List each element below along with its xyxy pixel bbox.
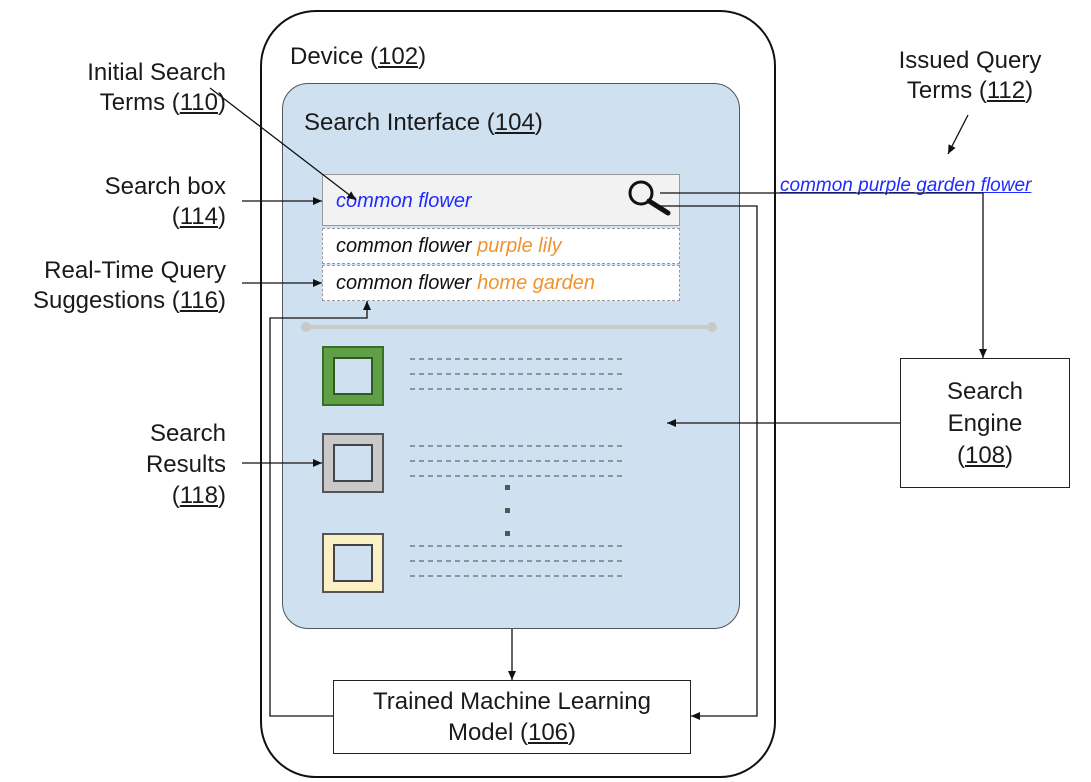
search-engine-label: Search Engine (108) bbox=[946, 378, 1024, 469]
arrow-model-to-suggestions bbox=[269, 301, 371, 717]
ml-model-box bbox=[333, 680, 691, 754]
divider-end-right bbox=[707, 322, 717, 332]
result-thumbnail-yellow[interactable] bbox=[322, 533, 384, 593]
initial-search-terms-label: Initial Search Terms (110) bbox=[87, 59, 226, 116]
arrow-initial-terms bbox=[209, 87, 357, 201]
search-results-label: Search Results (118) bbox=[145, 420, 226, 509]
issued-query-text: common purple garden flower bbox=[780, 175, 1032, 196]
real-time-suggestions-label: Real-Time Query Suggestions (116) bbox=[32, 257, 226, 314]
ellipsis-dot-3 bbox=[505, 531, 510, 536]
result-thumbnail-gray[interactable] bbox=[322, 433, 384, 493]
arrow-searchbox-to-model bbox=[660, 205, 758, 720]
search-query-text: common flower bbox=[336, 190, 472, 212]
suggestion-text-1: common flower purple lily bbox=[336, 235, 562, 257]
thumbnail-frame bbox=[333, 444, 373, 482]
suggestion-item-2[interactable] bbox=[322, 265, 680, 301]
thumbnail-frame bbox=[333, 544, 373, 582]
arrow-query-to-engine bbox=[660, 192, 987, 358]
ml-model-label: Trained Machine Learning Model (106) bbox=[373, 688, 651, 746]
device-label: Device (102) bbox=[290, 43, 427, 70]
search-engine-box bbox=[900, 358, 1070, 488]
suggestion-item-1[interactable] bbox=[322, 228, 680, 264]
search-box[interactable] bbox=[322, 174, 680, 226]
result-thumbnail-green[interactable] bbox=[322, 346, 384, 406]
divider-end-left bbox=[301, 322, 311, 332]
ellipsis-dot-2 bbox=[505, 508, 510, 513]
search-box-label: Search box (114) bbox=[104, 173, 226, 230]
magnifier-icon bbox=[628, 180, 671, 216]
suggestion-text-2: common flower home garden bbox=[336, 272, 596, 294]
result-lines-1 bbox=[410, 358, 626, 390]
device-frame bbox=[260, 10, 776, 778]
ellipsis-dot-1 bbox=[505, 485, 510, 490]
search-interface-label: Search Interface (104) bbox=[304, 109, 543, 136]
issued-query-terms-label: Issued Query Terms (112) bbox=[898, 47, 1042, 104]
thumbnail-frame bbox=[333, 357, 373, 395]
result-lines-2 bbox=[410, 445, 626, 477]
arrow-issued-query bbox=[947, 114, 969, 155]
result-lines-3 bbox=[410, 545, 626, 577]
